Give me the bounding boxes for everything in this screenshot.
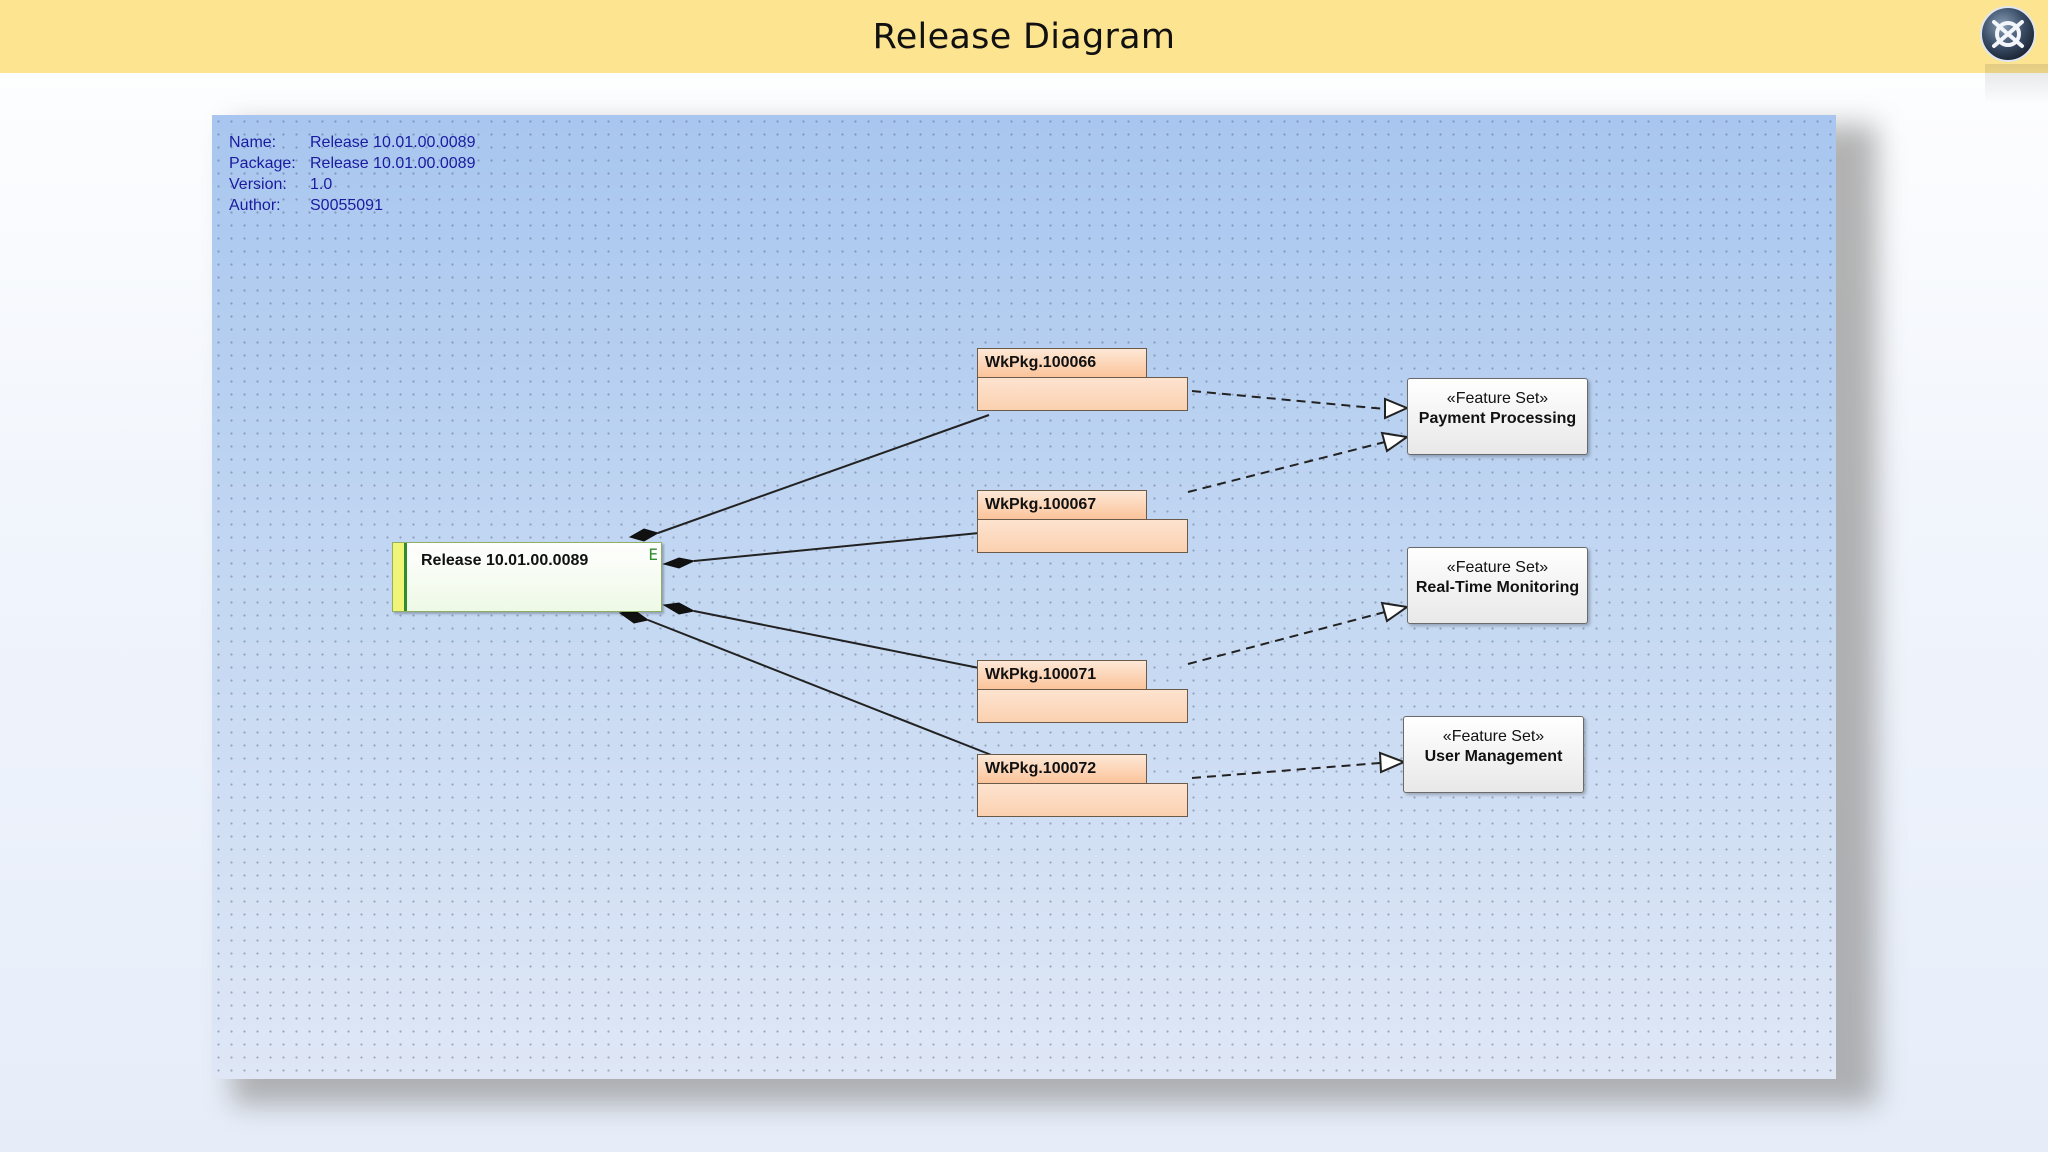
release-node[interactable]: Release 10.01.00.0089 E [392, 542, 662, 612]
release-label: Release 10.01.00.0089 [421, 552, 589, 569]
meta-name: Name: Release 10.01.00.0089 [229, 134, 476, 151]
realization-link-100071 [1187, 611, 1386, 665]
logo-shadow [1985, 64, 2048, 104]
release-stripe [393, 543, 407, 611]
realization-link-100072 [1191, 762, 1381, 779]
wkpkg-label: WkPkg.100066 [977, 348, 1147, 378]
realization-link-100066 [1191, 390, 1386, 410]
meta-version: Version: 1.0 [229, 176, 333, 193]
wkpkg-node-100071[interactable]: WkPkg.100071 [977, 660, 1188, 723]
wkpkg-label: WkPkg.100072 [977, 754, 1147, 784]
wkpkg-body [977, 783, 1188, 817]
feature-set-name: Real-Time Monitoring [1415, 579, 1580, 596]
composition-diamond-100066 [628, 528, 660, 542]
wkpkg-node-100072[interactable]: WkPkg.100072 [977, 754, 1188, 817]
feature-set-stereotype: «Feature Set» [1442, 728, 1545, 745]
wkpkg-node-100067[interactable]: WkPkg.100067 [977, 490, 1188, 553]
realization-arrowhead-user [1378, 751, 1407, 774]
feature-set-real-time-monitoring[interactable]: «Feature Set» Real-Time Monitoring [1407, 547, 1588, 624]
composition-diamond-100071 [662, 602, 696, 615]
composition-link-100067 [693, 532, 980, 562]
wkpkg-body [977, 519, 1188, 553]
diagram-properties: Name: Release 10.01.00.0089 Package: Rel… [229, 132, 475, 216]
composition-diamond-100067 [662, 557, 696, 569]
feature-set-stereotype: «Feature Set» [1446, 390, 1549, 407]
feature-set-name: User Management [1424, 748, 1563, 765]
globe-logo-icon [1980, 6, 2036, 62]
feature-set-stereotype: «Feature Set» [1446, 559, 1549, 576]
meta-package: Package: Release 10.01.00.0089 [229, 155, 476, 172]
wkpkg-label: WkPkg.100067 [977, 490, 1147, 520]
wkpkg-node-100066[interactable]: WkPkg.100066 [977, 348, 1188, 411]
feature-set-payment-processing[interactable]: «Feature Set» Payment Processing [1407, 378, 1588, 455]
composition-link-100072 [647, 619, 1000, 759]
title-bar: Release Diagram [0, 0, 2048, 73]
realization-arrowhead-monitoring [1380, 601, 1410, 623]
composition-link-100071 [693, 610, 980, 669]
wkpkg-body [977, 689, 1188, 723]
feature-set-user-management[interactable]: «Feature Set» User Management [1403, 716, 1584, 793]
diagram-canvas[interactable]: Name: Release 10.01.00.0089 Package: Rel… [212, 115, 1836, 1079]
page-title: Release Diagram [872, 16, 1176, 57]
realization-link-100067 [1187, 441, 1386, 493]
feature-set-name: Payment Processing [1418, 410, 1577, 427]
realization-arrowhead-payment-2 [1380, 431, 1410, 453]
realization-arrowhead-payment-1 [1384, 397, 1410, 420]
composition-link-100066 [657, 414, 990, 534]
element-icon: E [648, 545, 658, 564]
meta-author: Author: S0055091 [229, 197, 383, 214]
wkpkg-body [977, 377, 1188, 411]
wkpkg-label: WkPkg.100071 [977, 660, 1147, 690]
connectors [618, 390, 1410, 779]
